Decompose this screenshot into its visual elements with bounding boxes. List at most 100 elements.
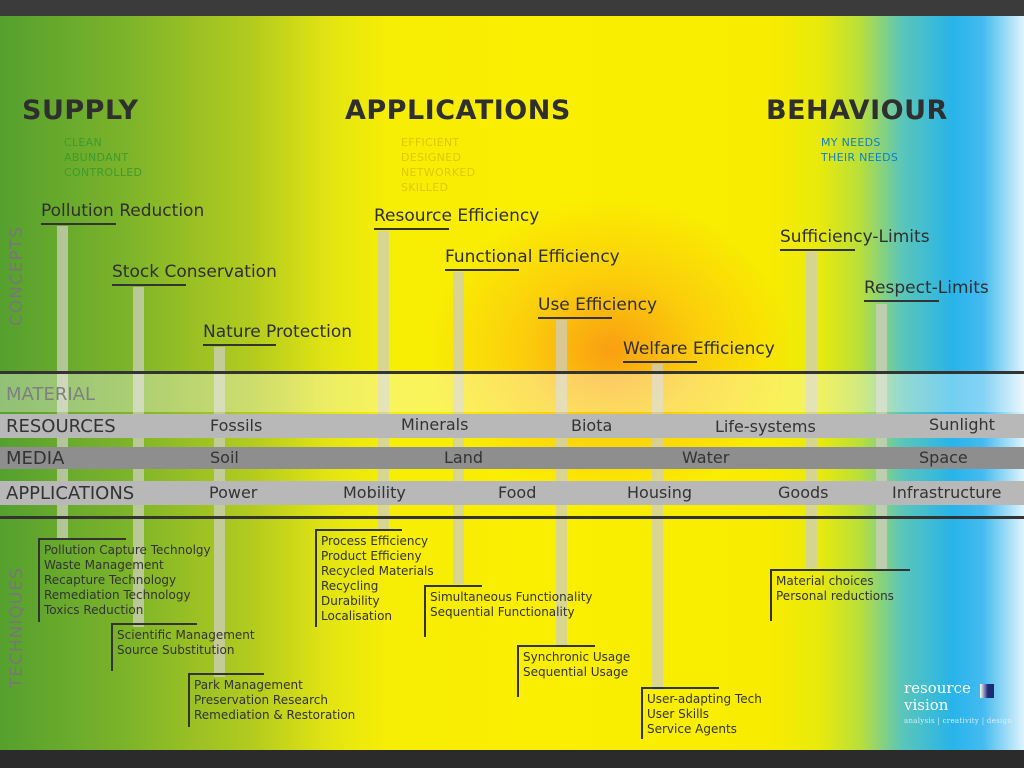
application-item: Goods — [778, 483, 829, 502]
technique-bracket — [641, 687, 719, 739]
technique-group-functional: Simultaneous Functionality Sequential Fu… — [424, 585, 593, 620]
technique-item: Durability — [321, 594, 380, 608]
technique-group-stock: Scientific Management Source Substitutio… — [111, 623, 255, 658]
resources-label: RESOURCES — [6, 416, 116, 437]
media-item: Land — [444, 448, 484, 467]
material-label: MATERIAL — [6, 384, 95, 405]
pole-nature-protection — [214, 347, 225, 677]
pole-resource-efficiency — [378, 231, 389, 529]
concept-underline — [538, 317, 612, 319]
technique-item: Park Management — [194, 678, 303, 692]
top-divider — [0, 371, 1024, 374]
resource-vision-logo: resource vision analysis | creativity | … — [904, 679, 1012, 726]
media-label: MEDIA — [6, 448, 65, 469]
side-label-concepts: CONCEPTS — [7, 225, 27, 326]
top-bar — [0, 0, 1024, 16]
technique-group-resource: Process Efficiency Product Efficieny Rec… — [315, 529, 434, 624]
concept-underline — [374, 228, 449, 230]
technique-item: Product Efficieny — [321, 549, 422, 563]
technique-item: Recapture Technology — [44, 573, 177, 587]
technique-item: Sequential Usage — [523, 665, 629, 679]
application-item: Food — [498, 483, 537, 502]
concept-underline — [112, 284, 186, 286]
concept-underline — [203, 344, 276, 346]
concept-underline — [623, 361, 697, 363]
technique-group-pollution: Pollution Capture Technolgy Waste Manage… — [38, 538, 211, 618]
technique-item: Simultaneous Functionality — [430, 590, 593, 604]
applications-sub-item: SKILLED — [401, 181, 449, 194]
logo-line1: resource — [904, 679, 971, 697]
technique-item: Service Agents — [647, 722, 737, 736]
logo-line2: vision — [904, 696, 949, 714]
heading-applications: APPLICATIONS — [345, 95, 571, 126]
applications-band — [0, 481, 1024, 505]
resource-item: Minerals — [401, 415, 469, 434]
bottom-divider — [0, 516, 1024, 519]
technique-bracket — [517, 645, 595, 697]
media-item: Space — [919, 448, 968, 467]
concept-stock-conservation: Stock Conservation — [112, 262, 277, 282]
concept-use-efficiency: Use Efficiency — [538, 295, 658, 315]
supply-sub-item: ABUNDANT — [64, 151, 129, 164]
technique-item: Personal reductions — [776, 589, 894, 603]
resource-item: Sunlight — [929, 415, 995, 434]
pole-pollution-reduction — [57, 226, 68, 538]
technique-item: Recycled Materials — [321, 564, 434, 578]
concept-underline — [864, 300, 939, 302]
technique-bracket — [315, 529, 402, 627]
technique-bracket — [770, 569, 910, 621]
technique-bracket — [38, 538, 126, 622]
side-label-techniques: TECHNIQUES — [7, 567, 27, 688]
material-band — [0, 374, 1024, 412]
concept-functional-efficiency: Functional Efficiency — [445, 247, 620, 267]
technique-item: Source Substitution — [117, 643, 235, 657]
pole-welfare-efficiency — [652, 364, 663, 690]
supply-sub-item: CLEAN — [64, 136, 103, 149]
concept-pollution-reduction: Pollution Reduction — [41, 201, 205, 221]
technique-item: Preservation Research — [194, 693, 328, 707]
technique-group-nature: Park Management Preservation Research Re… — [188, 673, 355, 723]
heading-supply: SUPPLY — [22, 95, 139, 126]
resource-item: Biota — [571, 416, 613, 435]
concept-underline — [445, 269, 519, 271]
concept-sufficiency-limits: Sufficiency-Limits — [780, 227, 930, 247]
resources-band — [0, 414, 1024, 438]
technique-item: User-adapting Tech — [647, 692, 762, 706]
technique-item: Pollution Capture Technolgy — [44, 543, 211, 557]
supply-sub-item: CONTROLLED — [64, 166, 143, 179]
technique-item: Process Efficiency — [321, 534, 429, 548]
pole-sufficiency-limits — [806, 252, 817, 568]
applications-subtitles: EFFICIENT DESIGNED NETWORKED SKILLED — [401, 135, 475, 195]
concept-underline — [41, 223, 116, 225]
media-band — [0, 447, 1024, 469]
technique-item: Toxics Reduction — [44, 603, 144, 617]
application-item: Housing — [627, 483, 693, 502]
technique-bracket — [424, 585, 482, 637]
technique-item: Synchronic Usage — [523, 650, 631, 664]
technique-item: Waste Management — [44, 558, 164, 572]
technique-item: Recycling — [321, 579, 379, 593]
application-item: Infrastructure — [892, 483, 1002, 502]
applications-label: APPLICATIONS — [6, 483, 135, 504]
resource-item: Fossils — [210, 416, 263, 435]
concept-underline — [780, 249, 855, 251]
media-item: Water — [682, 448, 730, 467]
technique-item: Scientific Management — [117, 628, 255, 642]
concept-respect-limits: Respect-Limits — [864, 278, 989, 298]
concept-nature-protection: Nature Protection — [203, 322, 353, 342]
technique-group-behaviour: Material choices Personal reductions — [770, 569, 894, 604]
applications-sub-item: DESIGNED — [401, 151, 462, 164]
behaviour-sub-item: MY NEEDS — [821, 136, 881, 149]
technique-bracket — [188, 673, 264, 727]
technique-item: Localisation — [321, 609, 393, 623]
application-item: Mobility — [343, 483, 406, 502]
supply-subtitles: CLEAN ABUNDANT CONTROLLED — [64, 135, 142, 180]
resource-item: Life-systems — [715, 417, 816, 436]
technique-bracket — [111, 623, 197, 671]
behaviour-sub-item: THEIR NEEDS — [821, 151, 899, 164]
application-item: Power — [209, 483, 258, 502]
bottom-bar — [0, 750, 1024, 768]
heading-behaviour: BEHAVIOUR — [766, 95, 948, 126]
media-item: Soil — [210, 448, 239, 467]
